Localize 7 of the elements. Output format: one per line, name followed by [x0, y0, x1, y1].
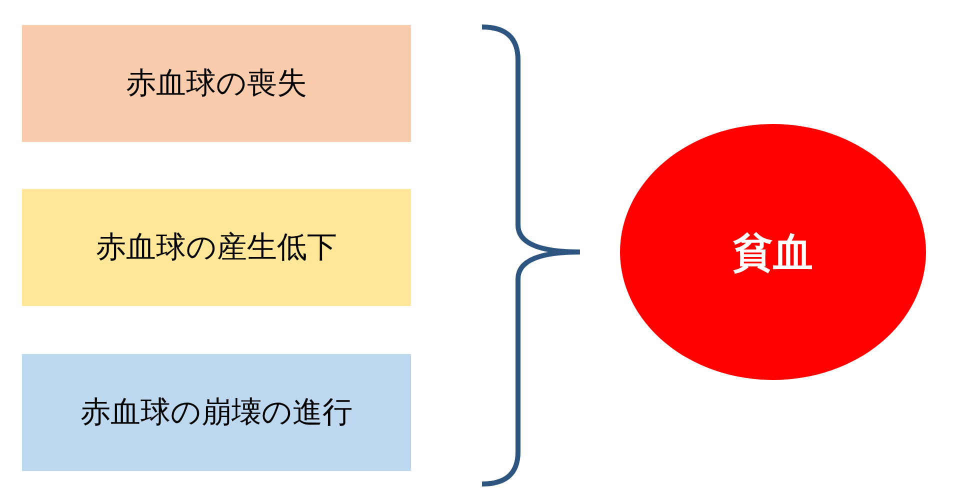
box-label: 赤血球の喪失	[126, 65, 307, 103]
box-label: 赤血球の崩壊の進行	[80, 394, 352, 432]
cause-box	[22, 25, 411, 142]
cause-box	[22, 354, 411, 471]
cause-box	[22, 189, 411, 306]
box-label: 赤血球の産生低下	[96, 229, 337, 267]
box-label: 貧血	[733, 228, 813, 278]
